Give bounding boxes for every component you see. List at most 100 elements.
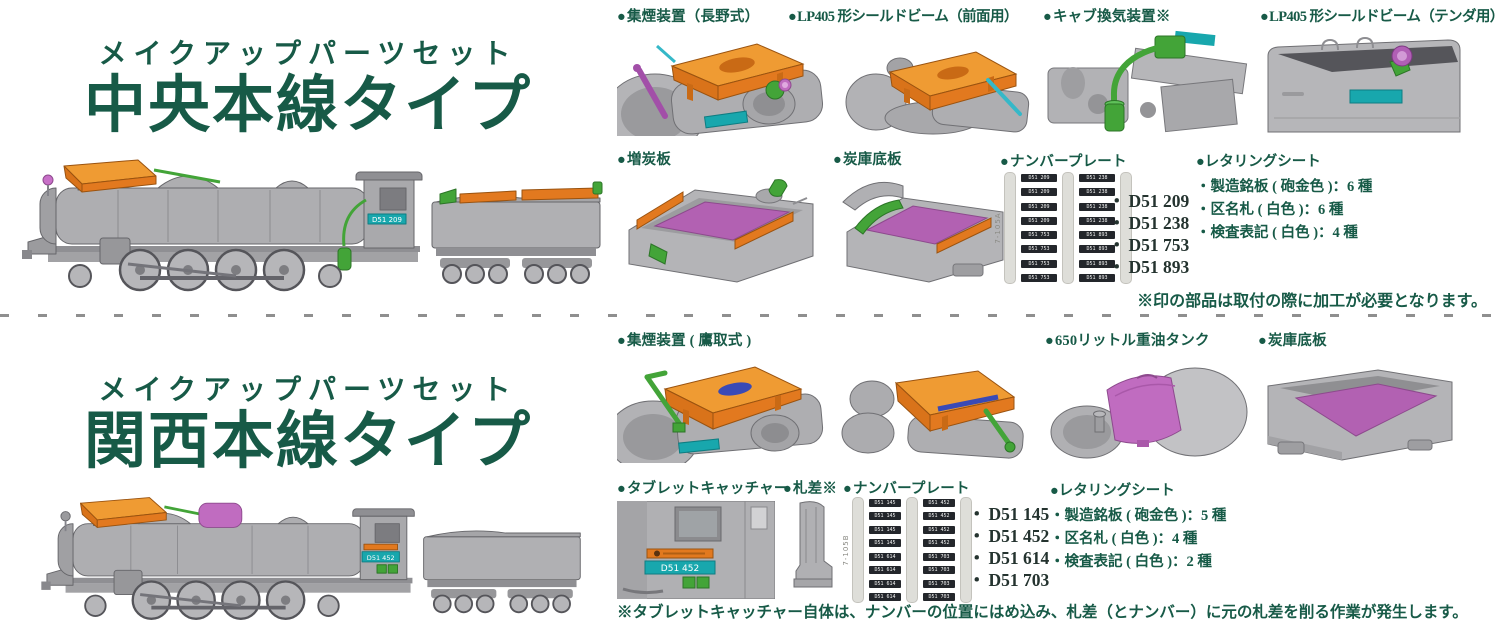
sprue-number-plate: D51 614 (869, 579, 901, 588)
ward-tag-part (376, 564, 387, 574)
part-label-smoke-takatori: ●集煙装置 ( 鷹取式 ) (617, 333, 752, 349)
highlight-strut (986, 78, 1022, 116)
lettering-item: ・検査表記 ( 白色 )：4 種 (1196, 225, 1358, 241)
bullet-icon: ● (833, 152, 842, 168)
lettering-item: ・製造銘板 ( 砲金色 )：6 種 (1196, 179, 1373, 195)
section-title-kansai: メイクアップパーツセット 関西本線タイプ (30, 368, 586, 474)
number-plate-mark (1349, 89, 1403, 104)
number-plate-mark (644, 560, 716, 575)
part-image-smoke-takatori-rear (841, 370, 1024, 459)
highlight-floor (1294, 383, 1438, 437)
sprue-number-plate: D51 703 (923, 579, 955, 588)
sprue-number-plate: D51 238 (1079, 202, 1115, 211)
sprue-number-plate: D51 452 (923, 525, 955, 534)
sprue-number-plate: D51 209 (1021, 216, 1057, 225)
sprue-rail (1120, 172, 1132, 284)
smoke-collector-part (80, 497, 212, 528)
sprue-number-plate: D51 238 (1079, 174, 1115, 182)
sprue-number-plate: D51 893 (1079, 245, 1115, 254)
sprue-number-plate: D51 209 (1021, 174, 1057, 182)
highlight-board (936, 217, 992, 254)
part-image-lp405-tender (1267, 36, 1461, 133)
sprue-rail: 7-105B (842, 497, 864, 603)
locomotive-illustration-chuo: D51 209 (22, 159, 603, 292)
cab-number-plate (361, 551, 400, 563)
part-image-lp405-front (845, 51, 1030, 135)
highlight-floor (653, 201, 791, 241)
bullet-icon: ● (617, 333, 626, 349)
highlight-smoke-collector (888, 51, 1018, 111)
part-label-lp405-tender: ●LP405 形シールドビーム（テンダ用） (1260, 9, 1500, 25)
lettering-sheet-block: ●レタリングシート ・製造銘板 ( 砲金色 )：6 種 ・区名札 ( 白色 )：… (1196, 150, 1372, 245)
highlight-smoke-collector (663, 366, 803, 430)
ward-tag-part (387, 564, 398, 574)
number-plate-mark (678, 438, 720, 454)
sprue-number-plate: D51 614 (869, 552, 901, 561)
number-item: ・D51 893 (1108, 257, 1190, 277)
sprue-number-plate: D51 452 (923, 499, 955, 507)
sprue-rail (906, 497, 918, 603)
sprue-number-plate: D51 703 (923, 566, 955, 575)
part-image-tablet-catcher: D51 452 (617, 501, 775, 599)
lettering-sheet-block: ●レタリングシート ・製造銘板 ( 砲金色 )：5 種 ・区名札 ( 白色 )：… (1050, 479, 1226, 574)
sprue-number-plate: D51 145 (869, 499, 901, 507)
sprue-rail (1062, 172, 1074, 284)
cab-vent-pipe-part (342, 198, 367, 247)
part-image-bunker-plate-kansai (1267, 369, 1453, 461)
lettering-item: ・区名札 ( 白色 )：4 種 (1050, 531, 1198, 547)
part-label-tablet-catcher: ●タブレットキャッチャー (617, 481, 789, 497)
tender-beam-part (592, 181, 603, 195)
plate-number-text: D51 452 (661, 564, 699, 574)
number-list: ・D51 145 ・D51 452 ・D51 614 ・D51 703 (968, 503, 1049, 591)
bullet-icon: ● (1045, 333, 1054, 349)
highlight-tender-beam (1389, 45, 1413, 77)
smoke-collector-part (63, 159, 221, 193)
title-main: 中央本線タイプ (83, 72, 532, 140)
sprue-number-plate: D51 703 (923, 552, 955, 561)
part-image-oil-tank (1050, 367, 1248, 459)
number-plate-mark (703, 110, 749, 129)
bullet-icon: ● (1050, 483, 1059, 499)
number-item: ・D51 703 (968, 570, 1050, 590)
part-image-fudasashi (793, 501, 833, 588)
sprue-number-plate: D51 753 (1021, 259, 1057, 268)
number-item: ・D51 209 (1108, 191, 1190, 211)
ward-tag-part (682, 576, 696, 589)
part-image-bunker-plate (842, 181, 1004, 283)
section-divider (0, 314, 1500, 317)
part-label-number-plate: ●ナンバープレート (1000, 154, 1127, 170)
sprue-number-plate: D51 145 (869, 525, 901, 534)
sprue-code: 7-105B (842, 534, 850, 566)
highlight-board (734, 211, 794, 250)
headlight-part (42, 174, 54, 186)
highlight-wedge (648, 243, 668, 265)
highlight-strut (983, 408, 1013, 448)
highlight-band (854, 199, 904, 235)
sprue-number-plate: D51 703 (923, 592, 955, 601)
title-subtitle: メイクアップパーツセット (98, 39, 518, 70)
highlight-frame (644, 370, 682, 426)
title-subtitle: メイクアップパーツセット (98, 375, 518, 406)
part-label-oil-tank: ●650リットル重油タンク (1045, 333, 1210, 349)
part-image-smoke-nagano (617, 43, 824, 136)
cab-vent-canister-part (337, 247, 352, 271)
part-image-coal-board (628, 179, 814, 283)
part-label-lettering: ●レタリングシート (1050, 483, 1175, 499)
highlight-tablet-catcher (646, 548, 714, 559)
part-label-lettering: ●レタリングシート (1196, 154, 1321, 170)
sprue-number-plate: D51 893 (1079, 231, 1115, 240)
cab-number-text: D51 452 (367, 554, 395, 562)
sprue-number-plate: D51 753 (1021, 273, 1057, 282)
highlight-floor (865, 205, 989, 245)
bullet-icon: ● (617, 152, 626, 168)
sprue-number-plate: D51 238 (1079, 188, 1115, 197)
number-item: ・D51 145 (968, 504, 1050, 524)
sprue-rail: 7-105A (994, 172, 1016, 284)
highlight-board (636, 191, 684, 230)
lettering-item: ・区名札 ( 白色 )：6 種 (1196, 202, 1344, 218)
sprue-number-plate: D51 753 (1021, 245, 1057, 254)
